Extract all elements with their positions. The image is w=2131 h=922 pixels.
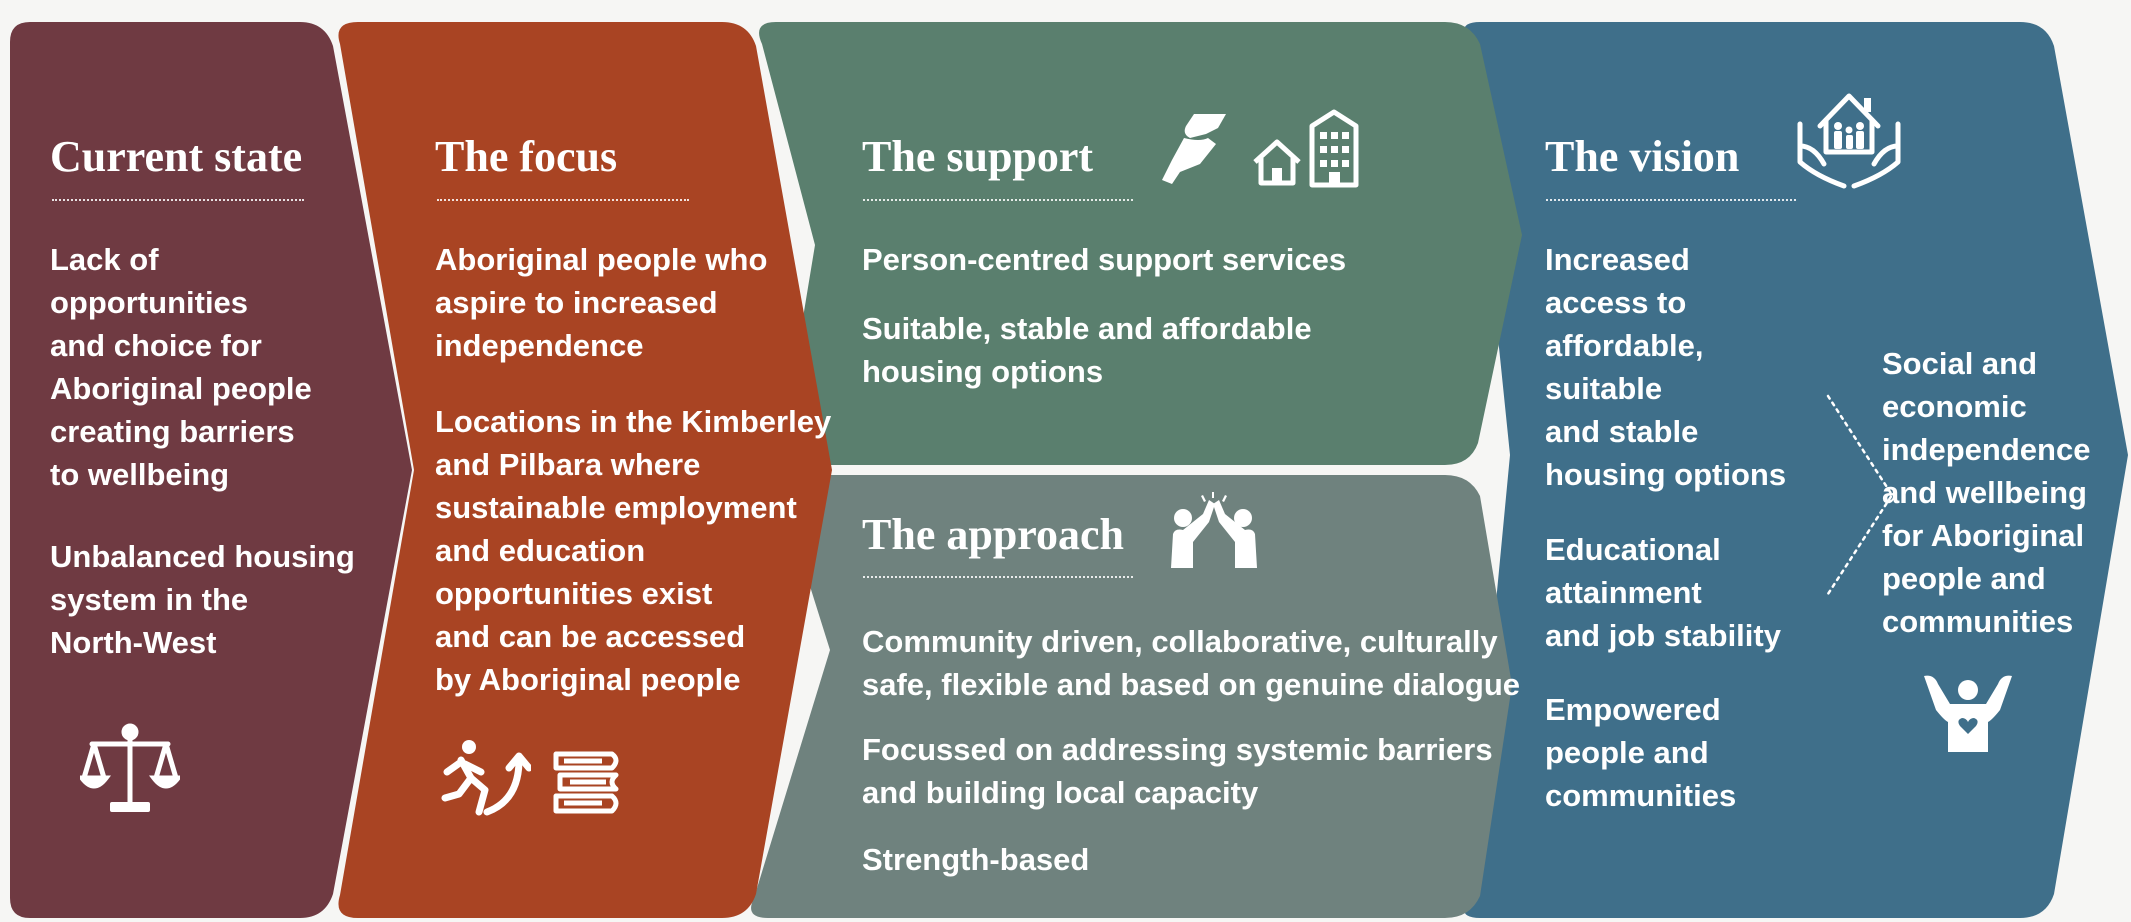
support-divider (863, 199, 1133, 201)
current-state-title: Current state (50, 132, 303, 181)
vision-divider (1546, 199, 1796, 201)
approach-item-2: Focussed on addressing systemic barriers… (862, 732, 1493, 810)
chevron-right-icon (1826, 392, 1896, 598)
approach-item-1: Community driven, collaborative, cultura… (862, 624, 1521, 702)
approach-title: The approach (862, 510, 1125, 559)
focus-title: The focus (435, 132, 618, 181)
family-house-in-hands-icon (1796, 76, 1902, 194)
support-title: The support (862, 132, 1094, 181)
helping-hands-icon (1160, 112, 1230, 186)
current-state-item-2: Unbalanced housing system in the North-W… (50, 539, 355, 660)
person-with-heart-icon (1920, 670, 2016, 752)
vision-item-2: Educational attainment and job stability (1545, 532, 1781, 653)
scales-icon (80, 720, 180, 820)
focus-divider (437, 199, 689, 201)
support-item-2: Suitable, stable and affordable housing … (862, 311, 1312, 389)
vision-item-3: Empowered people and communities (1545, 692, 1737, 813)
approach-item-3: Strength-based (862, 842, 1090, 877)
current-state-panel (10, 22, 412, 918)
vision-title: The vision (1545, 132, 1740, 181)
current-state-item-1: Lack of opportunities and choice for Abo… (50, 242, 312, 492)
approach-divider (863, 576, 1133, 578)
focus-item-1: Aboriginal people who aspire to increase… (435, 242, 768, 363)
running-person-arrow-icon (435, 738, 531, 822)
vision-item-1: Increased access to affordable, suitable… (1545, 242, 1787, 492)
house-icon (1252, 138, 1302, 186)
vision-outcome: Social and economic independence and wel… (1882, 346, 2091, 639)
focus-panel (338, 22, 832, 918)
apartment-building-icon (1306, 108, 1362, 188)
approach-panel (751, 475, 1512, 918)
high-five-icon (1155, 492, 1273, 568)
current-state-divider (52, 199, 304, 201)
support-item-1: Person-centred support services (862, 242, 1347, 277)
books-icon (550, 748, 622, 818)
focus-item-2: Locations in the Kimberley and Pilbara w… (435, 404, 832, 697)
